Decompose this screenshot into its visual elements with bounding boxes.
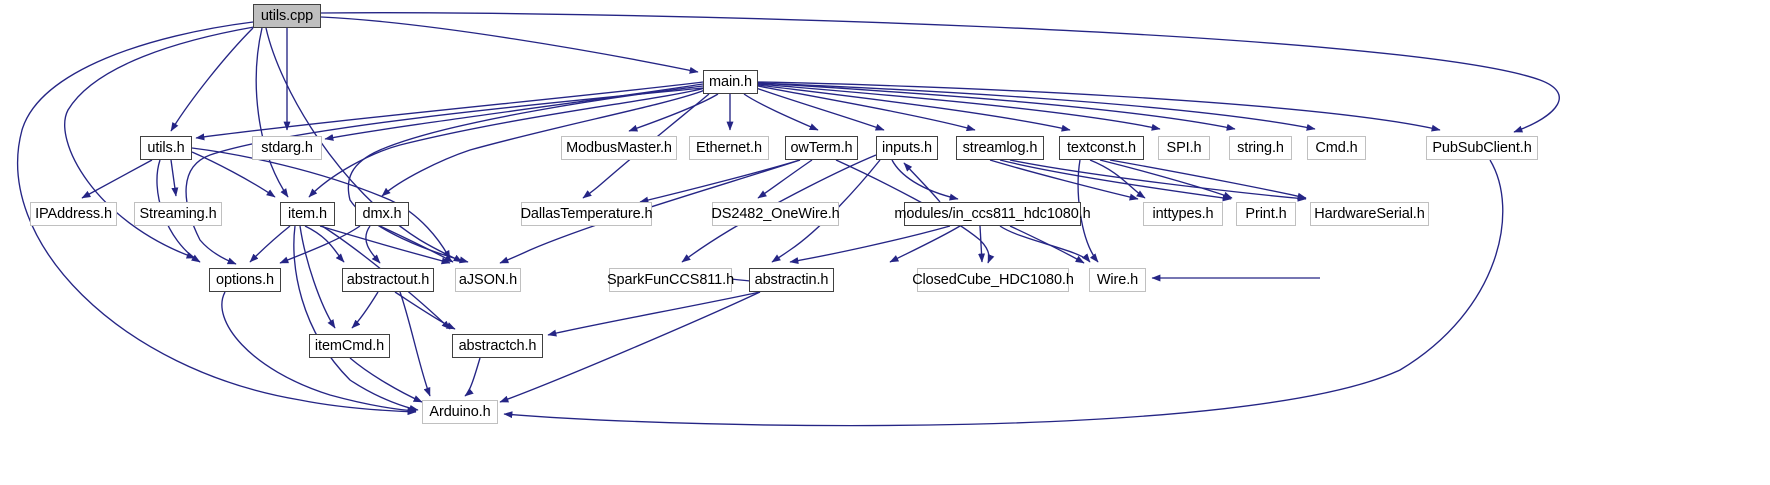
node-label: inputs.h — [882, 140, 932, 156]
node-string-h[interactable]: string.h — [1229, 136, 1292, 160]
node-utils-cpp[interactable]: utils.cpp — [253, 4, 321, 28]
node-ipaddress-h[interactable]: IPAddress.h — [30, 202, 117, 226]
node-label: streamlog.h — [962, 140, 1038, 156]
node-label: Arduino.h — [429, 404, 491, 420]
node-label: HardwareSerial.h — [1314, 206, 1425, 222]
node-label: DS2482_OneWire.h — [711, 206, 840, 222]
node-abstractch-h[interactable]: abstractch.h — [452, 334, 543, 358]
node-modbusmaster-h[interactable]: ModbusMaster.h — [561, 136, 677, 160]
node-label: Print.h — [1245, 206, 1287, 222]
node-label: owTerm.h — [790, 140, 853, 156]
node-print-h[interactable]: Print.h — [1236, 202, 1296, 226]
node-label: options.h — [216, 272, 274, 288]
node-spi-h[interactable]: SPI.h — [1158, 136, 1210, 160]
node-sparkfunccs811-h[interactable]: SparkFunCCS811.h — [606, 268, 735, 292]
node-stdarg-h[interactable]: stdarg.h — [252, 136, 322, 160]
node-label: ModbusMaster.h — [566, 140, 672, 156]
node-label: DallasTemperature.h — [520, 206, 653, 222]
node-label: abstractin.h — [754, 272, 829, 288]
node-label: Cmd.h — [1315, 140, 1358, 156]
node-label: Ethernet.h — [696, 140, 762, 156]
node-label: aJSON.h — [458, 272, 518, 288]
node-main-h[interactable]: main.h — [703, 70, 758, 94]
node-label: Streaming.h — [139, 206, 217, 222]
node-label: inttypes.h — [1152, 206, 1214, 222]
node-label: ClosedCube_HDC1080.h — [912, 272, 1074, 288]
node-label: textconst.h — [1066, 140, 1137, 156]
node-label: main.h — [709, 74, 752, 90]
node-wire-h[interactable]: Wire.h — [1089, 268, 1146, 292]
node-label: utils.cpp — [260, 8, 314, 24]
node-label: Wire.h — [1096, 272, 1139, 288]
node-abstractout-h[interactable]: abstractout.h — [342, 268, 434, 292]
node-cmd-h[interactable]: Cmd.h — [1307, 136, 1366, 160]
node-arduino-h[interactable]: Arduino.h — [422, 400, 498, 424]
node-pubsubclient-h[interactable]: PubSubClient.h — [1426, 136, 1538, 160]
node-options-h[interactable]: options.h — [209, 268, 281, 292]
node-streamlog-h[interactable]: streamlog.h — [956, 136, 1044, 160]
node-label: modules/in_ccs811_hdc1080.h — [894, 206, 1091, 222]
node-label: SPI.h — [1166, 140, 1202, 156]
node-closedcube-hdc1080-h[interactable]: ClosedCube_HDC1080.h — [912, 268, 1074, 292]
node-label: item.h — [288, 206, 327, 222]
node-label: itemCmd.h — [314, 338, 385, 354]
node-dmx-h[interactable]: dmx.h — [355, 202, 409, 226]
node-label: IPAddress.h — [35, 206, 112, 222]
node-hardwareserial-h[interactable]: HardwareSerial.h — [1310, 202, 1429, 226]
node-label: stdarg.h — [261, 140, 313, 156]
node-label: string.h — [1237, 140, 1284, 156]
node-dallastemperature-h[interactable]: DallasTemperature.h — [520, 202, 653, 226]
node-in-ccs811-hdc1080-h[interactable]: modules/in_ccs811_hdc1080.h — [894, 202, 1091, 226]
node-ajson-h[interactable]: aJSON.h — [455, 268, 521, 292]
node-label: dmx.h — [362, 206, 402, 222]
node-textconst-h[interactable]: textconst.h — [1059, 136, 1144, 160]
node-ethernet-h[interactable]: Ethernet.h — [689, 136, 769, 160]
node-streaming-h[interactable]: Streaming.h — [134, 202, 222, 226]
edges — [16, 12, 1560, 427]
node-utils-h[interactable]: utils.h — [140, 136, 192, 160]
node-inputs-h[interactable]: inputs.h — [876, 136, 938, 160]
node-label: PubSubClient.h — [1432, 140, 1532, 156]
node-inttypes-h[interactable]: inttypes.h — [1143, 202, 1223, 226]
node-label: abstractout.h — [346, 272, 430, 288]
node-label: abstractch.h — [458, 338, 537, 354]
node-label: SparkFunCCS811.h — [606, 272, 735, 288]
node-abstractin-h[interactable]: abstractin.h — [749, 268, 834, 292]
node-item-h[interactable]: item.h — [280, 202, 335, 226]
node-label: utils.h — [147, 140, 185, 156]
node-itemcmd-h[interactable]: itemCmd.h — [309, 334, 390, 358]
node-owterm-h[interactable]: owTerm.h — [785, 136, 858, 160]
node-ds2482-onewire-h[interactable]: DS2482_OneWire.h — [711, 202, 840, 226]
